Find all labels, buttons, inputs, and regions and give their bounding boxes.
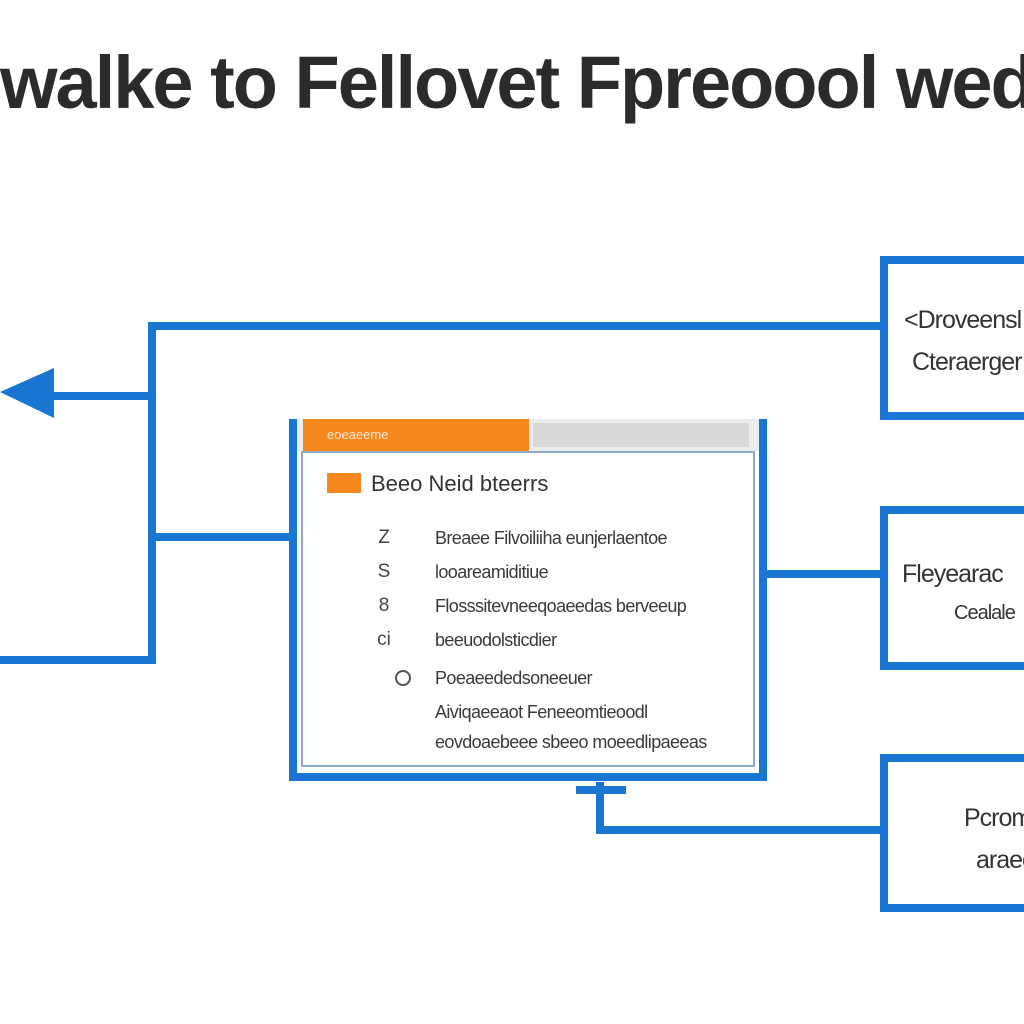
- node-label: Cteraerger: [912, 348, 1022, 376]
- list-marker: 8: [378, 595, 390, 616]
- list-item: 8 Flosssitevneeqoaeedas berveeup: [303, 595, 753, 623]
- panel-heading: Beeo Neid bteerrs: [371, 471, 549, 496]
- middle-node-box: Fleyearac Cealale: [880, 506, 1024, 670]
- node-label: araeo: [976, 846, 1024, 874]
- list-item-text: Flosssitevneeqoaeedas berveeup: [435, 596, 687, 616]
- diagram-title: walke to Fellovet Fpreoool wed Fel Ex: [0, 41, 1024, 124]
- list-item: Poeaeededsoneeuer: [303, 667, 753, 695]
- list-marker: S: [377, 561, 391, 582]
- panel-body: Beeo Neid bteerrs Z Breaee Filvoiliiha e…: [301, 451, 755, 767]
- panel-header-stripe: [533, 423, 749, 447]
- list-item-text: looareamiditiue: [435, 562, 549, 582]
- top-node-box: <Droveensl Cteraerger: [880, 256, 1024, 420]
- orange-swatch: [327, 473, 361, 493]
- list-item-text: Aiviqaeeaot Feneeomtieoodl: [435, 702, 648, 722]
- bottom-node-box: Pcrom araeo: [880, 754, 1024, 912]
- connector-top-to-left: [0, 322, 888, 664]
- node-label: Pcrom: [964, 804, 1024, 832]
- node-label: Fleyearac: [902, 560, 1004, 588]
- list-item-text: Poeaeededsoneeuer: [435, 668, 593, 688]
- node-label: Cealale: [954, 602, 1016, 624]
- circle-icon: [395, 670, 411, 686]
- details-panel: eoeaeeme Beeo Neid bteerrs Z Breaee Filv…: [289, 419, 767, 781]
- list-item-text: Breaee Filvoiliiha eunjerlaentoe: [435, 528, 668, 548]
- list-marker: ci: [377, 629, 391, 650]
- list-item: ci beeuodolsticdier: [303, 629, 753, 657]
- list-item-text: eovdoaebeee sbeeo moeedlipaeeas: [435, 732, 707, 752]
- connector-panel-to-bottom: [596, 782, 888, 834]
- panel-header: eoeaeeme: [297, 419, 759, 451]
- list-item: Z Breaee Filvoiliiha eunjerlaentoe: [303, 527, 753, 555]
- list-item: S looareamiditiue: [303, 561, 753, 589]
- list-item-text: beeuodolsticdier: [435, 630, 557, 650]
- list-item: Aiviqaeeaot Feneeomtieoodl: [303, 701, 753, 729]
- list-item: eovdoaebeee sbeeo moeedlipaeeas: [303, 731, 753, 759]
- arrow-head-left: [0, 368, 54, 418]
- panel-tab: eoeaeeme: [303, 419, 529, 451]
- list-marker: Z: [378, 527, 390, 548]
- node-label: <Droveensl: [904, 306, 1022, 334]
